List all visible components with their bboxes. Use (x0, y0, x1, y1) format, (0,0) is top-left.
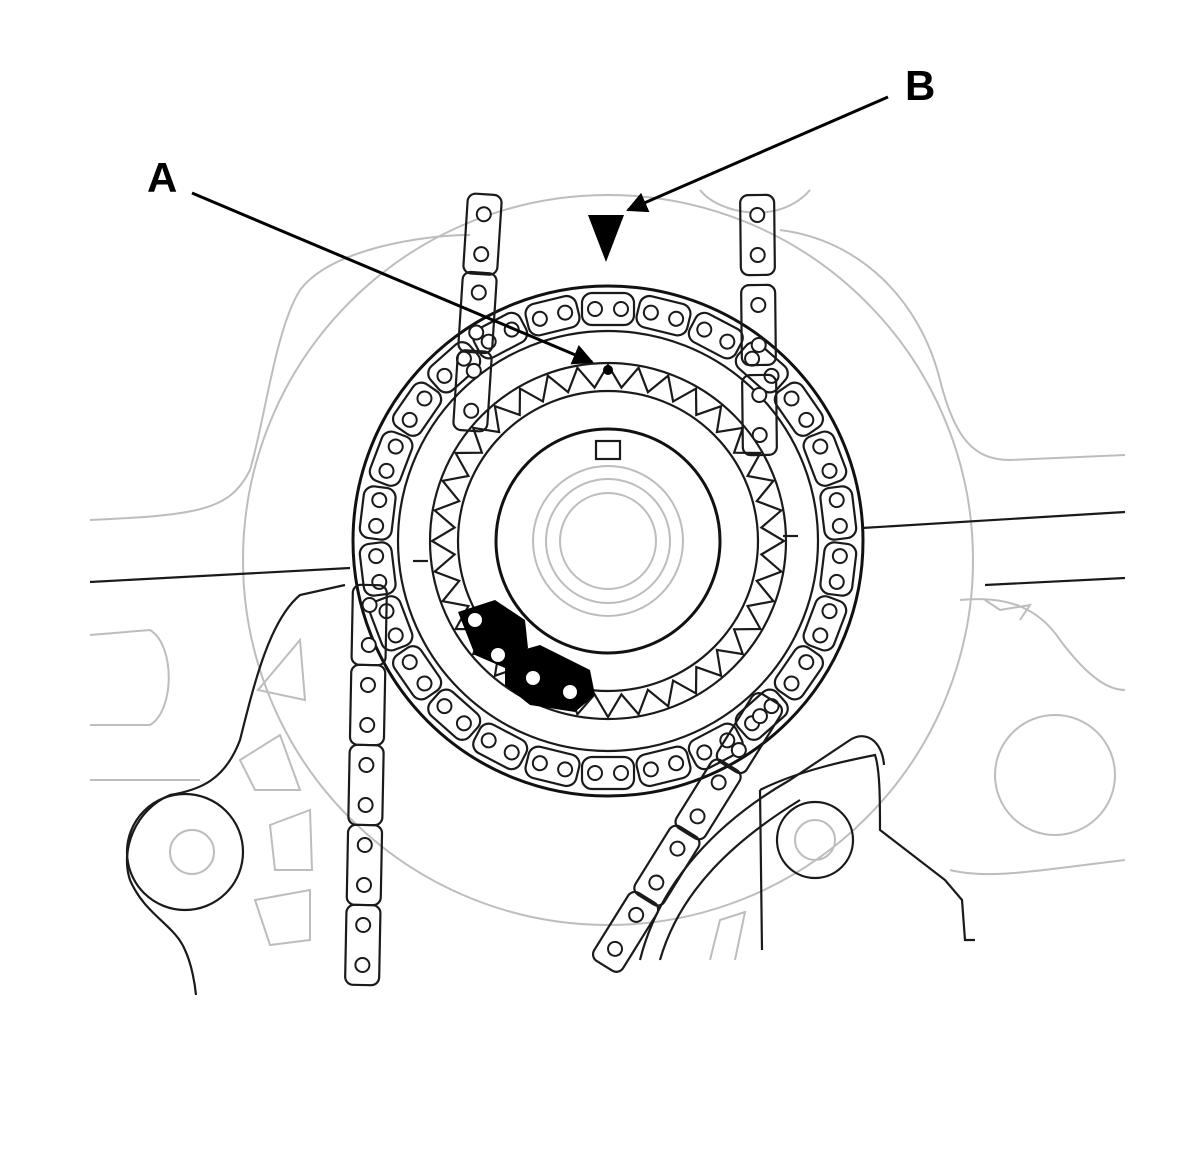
chain-link (457, 270, 498, 355)
chain-link (674, 758, 742, 841)
chain-link (580, 755, 636, 791)
chain-link (524, 294, 581, 337)
chain-link (368, 430, 414, 487)
chain-link (591, 890, 660, 973)
chain-link (345, 823, 384, 907)
chain-link (580, 291, 636, 327)
chain-right-run (739, 193, 778, 457)
camshaft-sprocket (351, 284, 865, 798)
engine-block-outline (89, 189, 1126, 926)
chain-link (391, 645, 443, 701)
chain-link (740, 283, 777, 367)
callout-b-leader (626, 95, 889, 213)
left-chain-guide (125, 583, 346, 996)
chain-link (462, 192, 503, 276)
chain-link (348, 663, 387, 747)
chain-link (734, 688, 789, 741)
chain-link (347, 743, 385, 827)
chain-link (802, 430, 848, 487)
chain-link (358, 485, 397, 541)
chain-link (635, 294, 692, 337)
chain-link (633, 824, 701, 907)
chain-link (358, 541, 397, 597)
callout-b-label: B (905, 62, 935, 109)
chain-link (391, 381, 443, 437)
chain-link (452, 349, 493, 433)
callout-a-label: A (147, 154, 177, 201)
chain-link (773, 645, 825, 701)
hub (494, 427, 722, 655)
top-dead-center-pointer (588, 215, 624, 262)
chain-link (715, 692, 784, 775)
chain-link (819, 485, 858, 541)
chain-link (773, 381, 825, 437)
chain-link (350, 583, 388, 667)
sprocket-teeth (429, 362, 787, 720)
chain-link (687, 311, 744, 360)
chain-link (741, 373, 778, 457)
chain-link (819, 541, 858, 597)
marked-chain-links (458, 600, 595, 712)
chain-lower-diagonal-run (591, 692, 784, 973)
sprocket-timing-mark-dot (603, 365, 613, 375)
chain-inner-run (452, 192, 503, 433)
chain-link (802, 595, 848, 652)
chain-on-sprocket (358, 291, 858, 791)
callout-a-leader (191, 191, 594, 365)
chain-link (427, 688, 482, 741)
chain-link (635, 745, 692, 788)
chain-link (344, 903, 382, 987)
chain-link (472, 722, 529, 771)
chain-link (524, 745, 581, 788)
chain-link (739, 193, 776, 277)
chain-left-run (344, 583, 388, 987)
